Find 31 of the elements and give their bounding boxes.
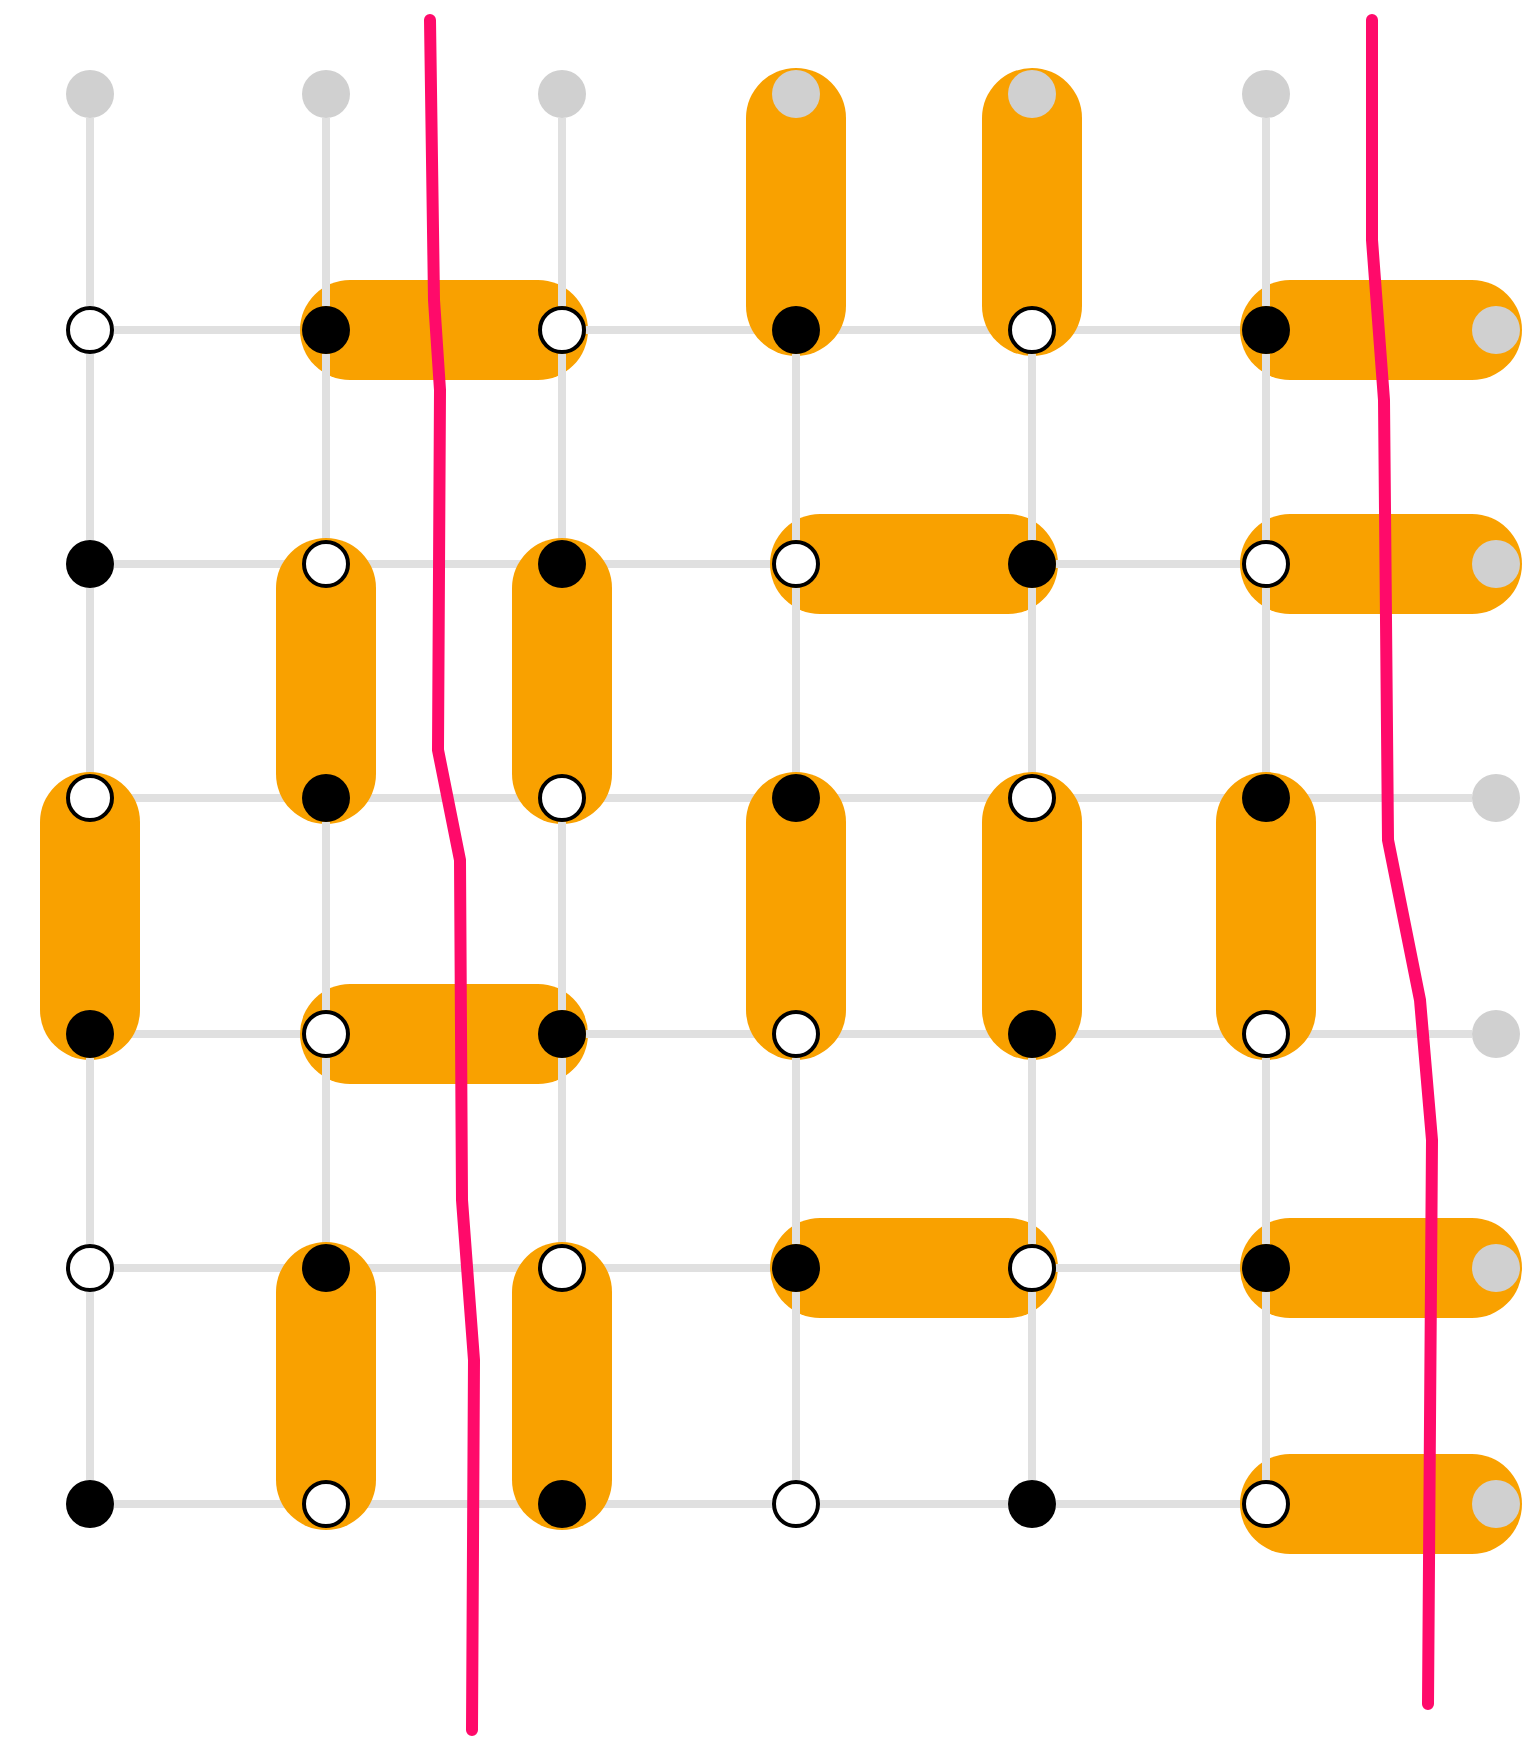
dimer-bond [770, 514, 1058, 614]
filled-site-dot [66, 540, 114, 588]
boundary-site-dot [538, 70, 586, 118]
dimer-bond [276, 1242, 376, 1530]
open-site-dot [772, 1480, 820, 1528]
grid-line [1262, 354, 1270, 540]
dimer-bond [1240, 1454, 1522, 1554]
boundary-site-dot [1242, 70, 1290, 118]
boundary-site-dot [66, 70, 114, 118]
grid-line [1262, 1292, 1270, 1480]
dimer-bond [276, 538, 376, 824]
dimer-bond [1240, 1218, 1522, 1318]
dimer-bond [770, 1218, 1058, 1318]
open-site-dot [66, 1244, 114, 1292]
filled-site-dot [66, 1480, 114, 1528]
dimer-bond [1240, 514, 1522, 614]
boundary-site-dot [1472, 774, 1520, 822]
dimer-bond [746, 772, 846, 1060]
boundary-site-dot [1472, 1010, 1520, 1058]
dimer-bond [982, 772, 1082, 1060]
dimer-bond [512, 538, 612, 824]
dimer-bond [1216, 772, 1316, 1060]
dimer-bond [40, 772, 140, 1060]
dimer-bond [512, 1242, 612, 1530]
boundary-site-dot [302, 70, 350, 118]
dimer-bond [300, 280, 588, 380]
open-site-dot [66, 306, 114, 354]
dimer-bond [982, 68, 1082, 356]
filled-site-dot [1008, 1480, 1056, 1528]
dimer-bond [300, 984, 588, 1084]
dimer-bond [746, 68, 846, 356]
